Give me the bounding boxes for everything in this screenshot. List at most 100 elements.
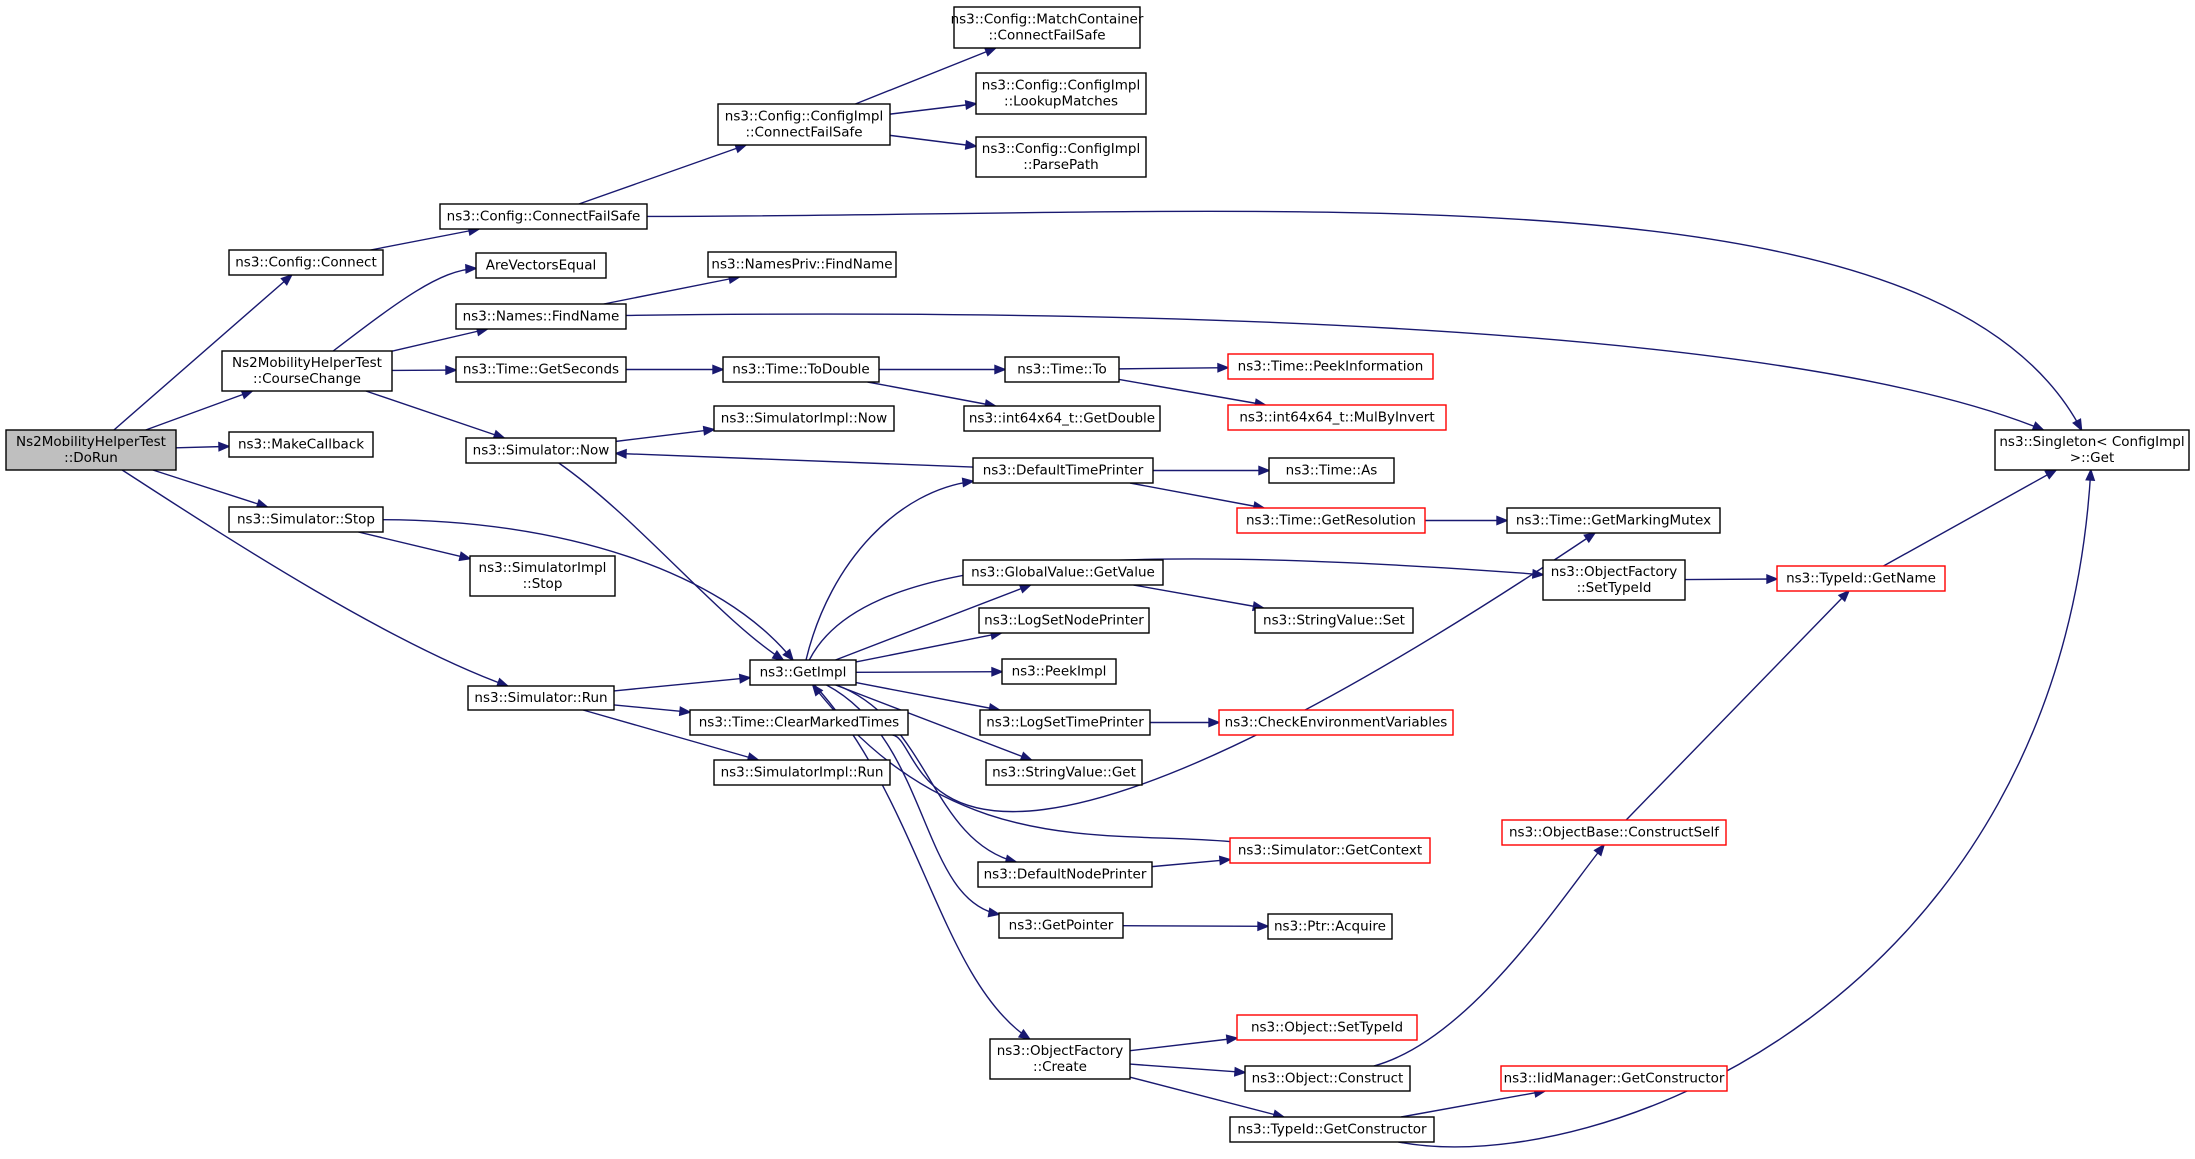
node-peekInformation[interactable]: ns3::Time::PeekInformation — [1227, 353, 1434, 380]
node-box — [749, 659, 857, 686]
node-timeGetResolution[interactable]: ns3::Time::GetResolution — [1236, 507, 1426, 534]
arrowhead-icon — [445, 365, 458, 376]
node-timeTo[interactable]: ns3::Time::To — [1004, 356, 1120, 383]
node-simGetContext[interactable]: ns3::Simulator::GetContext — [1229, 837, 1431, 864]
call-edge-simGetContext-to-getImpl — [812, 684, 1231, 843]
node-globalValueGetValue[interactable]: ns3::GlobalValue::GetValue — [962, 559, 1164, 586]
node-simRun[interactable]: ns3::Simulator::Run — [467, 685, 615, 711]
call-edge-getImpl-to-stringValueGet — [835, 684, 1032, 761]
node-box — [1236, 1014, 1418, 1041]
node-box — [963, 405, 1161, 432]
node-box — [465, 437, 617, 464]
node-cfgConnectFailSafe[interactable]: ns3::Config::ConnectFailSafe — [439, 203, 648, 230]
arrowhead-icon — [782, 648, 795, 662]
node-checkEnv[interactable]: ns3::CheckEnvironmentVariables — [1218, 709, 1454, 736]
node-label: ns3::Time::GetResolution — [1246, 513, 1416, 529]
node-timeToDouble[interactable]: ns3::Time::ToDouble — [722, 356, 880, 383]
node-box — [962, 559, 1164, 586]
node-singletonGet[interactable]: ns3::Singleton< ConfigImpl >::Get — [1994, 429, 2190, 471]
node-courseChange[interactable]: Ns2MobilityHelperTest::CourseChange — [221, 350, 393, 392]
arrowhead-icon — [1531, 568, 1545, 579]
node-lookupMatches[interactable]: ns3::Config::ConfigImpl::LookupMatches — [975, 72, 1147, 115]
node-defaultNodePrinter[interactable]: ns3::DefaultNodePrinter — [977, 861, 1153, 888]
node-getPointer[interactable]: ns3::GetPointer — [998, 912, 1124, 939]
arrowhead-icon — [1593, 843, 1606, 857]
arrowhead-icon — [702, 425, 716, 436]
node-areVectorsEqual[interactable]: AreVectorsEqual — [475, 252, 607, 279]
arrowhead-icon — [1766, 574, 1779, 585]
node-simImplRun[interactable]: ns3::SimulatorImpl::Run — [713, 759, 891, 786]
arrowhead-icon — [1017, 1028, 1032, 1041]
call-edge-timeTo-to-mulByInvert — [1118, 378, 1266, 406]
call-edge-typeIdGetConstructor-to-iidGetConstructor — [1400, 1090, 1546, 1118]
call-edge-clearMarkedTimes-to-getMarkingMutex — [892, 532, 1596, 813]
call-edge-objFactoryCreate-to-objSetTypeId — [1129, 1037, 1238, 1052]
node-label: ::Create — [1033, 1059, 1087, 1075]
arrowhead-icon — [678, 706, 692, 717]
node-makeCallback[interactable]: ns3::MakeCallback — [228, 431, 374, 458]
node-clearMarkedTimes[interactable]: ns3::Time::ClearMarkedTimes — [689, 709, 909, 736]
node-label: ns3::PeekImpl — [1012, 664, 1107, 680]
call-edge-getPointer-to-ptrAcquire — [1122, 925, 1269, 927]
node-simImplStop[interactable]: ns3::SimulatorImpl::Stop — [469, 555, 616, 597]
call-edge-objFactoryCreate-to-typeIdGetConstructor — [1129, 1076, 1284, 1118]
node-timeAs[interactable]: ns3::Time::As — [1268, 457, 1395, 484]
node-label: ns3::Ptr::Acquire — [1274, 919, 1386, 935]
node-label: ns3::Singleton< ConfigImpl — [1999, 434, 2184, 450]
node-iidGetConstructor[interactable]: ns3::IidManager::GetConstructor — [1500, 1065, 1728, 1092]
node-box — [1994, 429, 2190, 471]
node-label: ns3::SimulatorImpl::Now — [721, 411, 887, 427]
node-defaultTimePrinter[interactable]: ns3::DefaultTimePrinter — [972, 457, 1154, 484]
node-simNow[interactable]: ns3::Simulator::Now — [465, 437, 617, 464]
node-timeGetSeconds[interactable]: ns3::Time::GetSeconds — [455, 356, 627, 383]
node-mulByInvert[interactable]: ns3::int64x64_t::MulByInvert — [1227, 404, 1447, 431]
node-cfgImplConnectFailSafe[interactable]: ns3::Config::ConfigImpl::ConnectFailSafe — [717, 103, 891, 146]
node-simStop[interactable]: ns3::Simulator::Stop — [228, 506, 384, 533]
node-box — [228, 431, 374, 458]
node-matchContainer[interactable]: ns3::Config::MatchContainer::ConnectFail… — [951, 6, 1144, 49]
call-edge-cfgConnectFailSafe-to-cfgImplConnectFailSafe — [578, 144, 747, 205]
node-box — [713, 759, 891, 786]
call-edge-getImpl-to-globalValueGetValue — [835, 584, 1031, 661]
node-cfgConnect[interactable]: ns3::Config::Connect — [228, 249, 384, 276]
node-objConstruct[interactable]: ns3::Object::Construct — [1244, 1065, 1411, 1092]
node-stringValueGet[interactable]: ns3::StringValue::Get — [985, 759, 1143, 786]
node-objFactorySetTypeId[interactable]: ns3::ObjectFactory::SetTypeId — [1542, 559, 1686, 601]
node-label: ns3::LogSetNodePrinter — [984, 613, 1144, 629]
node-doRun[interactable]: Ns2MobilityHelperTest::DoRun — [5, 429, 177, 471]
call-edge-courseChange-to-simNow — [365, 390, 505, 439]
node-objFactoryCreate[interactable]: ns3::ObjectFactory::Create — [989, 1038, 1131, 1080]
node-objSetTypeId[interactable]: ns3::Object::SetTypeId — [1236, 1014, 1418, 1041]
node-getImpl[interactable]: ns3::GetImpl — [749, 659, 857, 686]
arrowhead-icon — [280, 273, 294, 286]
node-stringValueSet[interactable]: ns3::StringValue::Set — [1254, 607, 1414, 634]
node-peekImpl[interactable]: ns3::PeekImpl — [1001, 658, 1117, 685]
arrowhead-icon — [1019, 751, 1034, 761]
node-box — [1244, 1065, 1411, 1092]
node-namesFindName[interactable]: ns3::Names::FindName — [455, 303, 627, 330]
arrowhead-icon — [1208, 717, 1221, 728]
node-label: ns3::Config::Connect — [235, 255, 377, 271]
call-edge-timeTo-to-peekInformation — [1118, 366, 1229, 370]
node-typeIdGetName[interactable]: ns3::TypeId::GetName — [1776, 565, 1946, 592]
node-getMarkingMutex[interactable]: ns3::Time::GetMarkingMutex — [1506, 507, 1721, 534]
node-int64GetDouble[interactable]: ns3::int64x64_t::GetDouble — [963, 405, 1161, 432]
arrowhead-icon — [991, 666, 1004, 677]
arrowhead-icon — [994, 364, 1007, 375]
call-edge-getImpl-to-peekImpl — [855, 671, 1003, 673]
node-label: ns3::Config::ConnectFailSafe — [447, 209, 641, 225]
node-logSetTimePrinter[interactable]: ns3::LogSetTimePrinter — [979, 709, 1151, 736]
arrowhead-icon — [240, 389, 255, 400]
node-parsePath[interactable]: ns3::Config::ConfigImpl::ParsePath — [975, 136, 1147, 178]
node-objBaseConstructSelf[interactable]: ns3::ObjectBase::ConstructSelf — [1501, 819, 1727, 846]
node-logSetNodePrinter[interactable]: ns3::LogSetNodePrinter — [978, 607, 1150, 634]
node-label: ::SetTypeId — [1577, 580, 1652, 596]
node-namesPrivFindName[interactable]: ns3::NamesPriv::FindName — [707, 251, 897, 278]
node-ptrAcquire[interactable]: ns3::Ptr::Acquire — [1267, 913, 1393, 940]
call-edge-defaultNodePrinter-to-simGetContext — [1151, 858, 1231, 868]
node-typeIdGetConstructor[interactable]: ns3::TypeId::GetConstructor — [1229, 1116, 1435, 1143]
arrowhead-icon — [1217, 362, 1230, 373]
node-label: ns3::LogSetTimePrinter — [986, 715, 1144, 731]
node-box — [1268, 457, 1395, 484]
node-simImplNow[interactable]: ns3::SimulatorImpl::Now — [713, 405, 895, 432]
